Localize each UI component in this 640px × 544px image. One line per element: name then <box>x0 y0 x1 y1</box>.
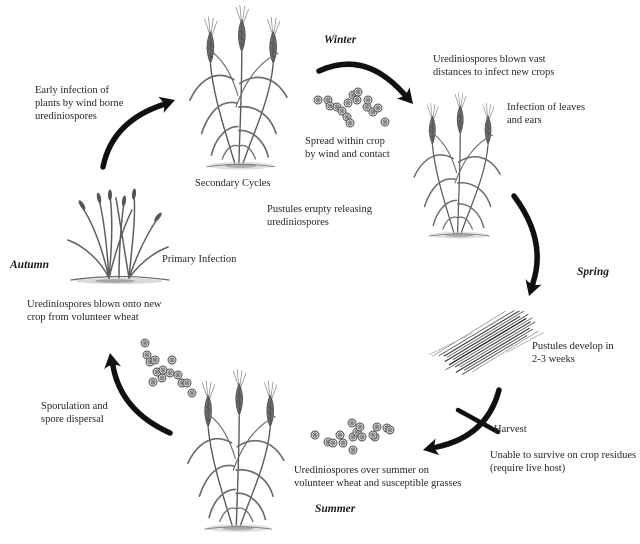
label-unable-to-survive: Unable to survive on crop residues (requ… <box>490 450 637 474</box>
arrow-sporulation <box>101 351 173 436</box>
label-season-summer: Summer <box>315 503 356 515</box>
label-primary-infection: Primary Infection <box>162 254 237 265</box>
harvest-cross-line <box>455 407 501 435</box>
label-harvest: Harvest <box>494 424 527 435</box>
arrow-harvest <box>421 387 502 459</box>
harvested-stubble <box>428 297 545 390</box>
wheat-plant-secondary-cycles <box>190 5 287 170</box>
arrow-early-infection <box>100 91 178 170</box>
label-blown-vast-distances: Urediniospores blown vast distances to i… <box>433 54 555 78</box>
label-infection-leaves-ears: Infection of leaves and ears <box>507 102 586 126</box>
label-secondary-cycles: Secondary Cycles <box>195 178 271 189</box>
wheat-plant-infected <box>414 93 500 239</box>
spore-cluster-sporulation <box>140 338 197 398</box>
label-season-autumn: Autumn <box>10 259 49 271</box>
label-sporulation: Sporulation and spore dispersal <box>41 401 108 425</box>
label-early-infection: Early infection of plants by wind borne … <box>35 85 124 122</box>
arrow-winter-spread <box>316 61 420 110</box>
label-over-summer: Urediniospores over summer on volunteer … <box>294 465 462 489</box>
label-season-winter: Winter <box>324 34 357 46</box>
grass-clump-autumn <box>67 187 170 285</box>
label-season-spring: Spring <box>577 266 609 278</box>
wheat-plant-summer <box>188 369 284 532</box>
label-pustules-erupt: Pustules erupty releasing urediniospores <box>267 204 372 228</box>
spore-cluster-winter <box>313 87 390 128</box>
label-pustules-develop: Pustules develop in 2-3 weeks <box>532 341 614 365</box>
spore-cluster-summer <box>310 418 395 455</box>
label-spread-within-crop: Spread within crop by wind and contact <box>305 136 390 160</box>
label-blown-onto-new-crop: Urediniospores blown onto new crop from … <box>27 299 162 323</box>
arrow-spring-infection <box>511 193 542 299</box>
